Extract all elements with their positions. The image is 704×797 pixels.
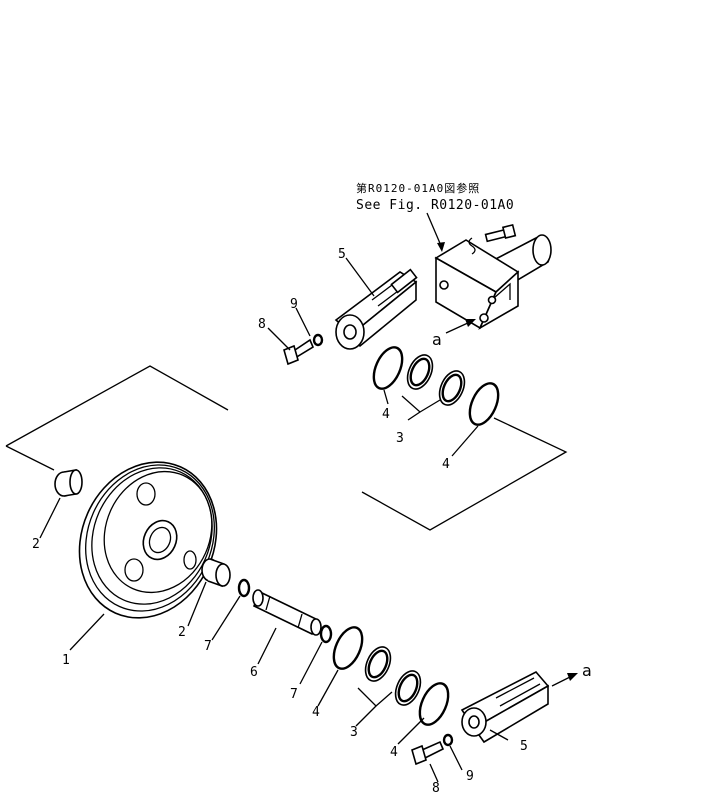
top-bolt [468, 223, 517, 255]
bolt-8-lower [411, 740, 445, 766]
reference-jp: 第R0120-01A0図参照 [356, 181, 480, 195]
figure-reference: 第R0120-01A0図参照 See Fig. R0120-01A0 [356, 181, 514, 252]
arrow-a-lower-label: a [582, 661, 592, 680]
arrow-a-upper-label: a [432, 330, 442, 349]
washer-9-lower [442, 733, 454, 747]
bolt-8-upper [283, 338, 315, 366]
callout-4-upper-a: 4 [382, 407, 390, 422]
reference-arrowhead [437, 242, 445, 252]
bracket-left [5, 365, 229, 447]
link-5-lower [460, 670, 550, 744]
callout-3-upper: 3 [396, 431, 404, 446]
callout-8-upper: 8 [258, 317, 266, 332]
bracket-upper [361, 417, 568, 531]
callout-9-upper: 9 [290, 297, 298, 312]
callout-8-lower: 8 [432, 781, 440, 792]
arrow-a-upper: a [432, 319, 476, 349]
callout-5-lower: 5 [520, 739, 528, 754]
callout-4-lower-b: 4 [390, 745, 398, 760]
idler-wheel [78, 461, 218, 619]
callout-2-left: 2 [32, 537, 40, 552]
yoke-block [434, 223, 552, 330]
callout-4-upper-b: 4 [442, 457, 450, 472]
callout-4-lower-a: 4 [312, 705, 320, 720]
bushing-2-right [201, 558, 231, 588]
callout-9-lower: 9 [466, 769, 474, 784]
callout-2-right: 2 [178, 625, 186, 640]
link-5-upper [334, 268, 418, 350]
seal-3-upper [406, 354, 466, 406]
bushing-2-left [54, 469, 83, 497]
callout-5-upper: 5 [338, 247, 346, 262]
callout-6: 6 [250, 665, 258, 680]
oring-4-lower-b [418, 682, 450, 726]
callouts: 5 9 8 4 3 4 2 1 2 7 6 7 4 3 4 5 8 9 [32, 247, 528, 796]
washer-9-upper [312, 333, 324, 347]
callout-3-lower: 3 [350, 725, 358, 740]
oring-4-lower-a [332, 626, 364, 670]
shaft-6 [252, 589, 322, 636]
reference-leader [426, 212, 443, 249]
oring-4-upper-b [468, 382, 500, 426]
leader-lines [39, 257, 509, 783]
oring-4-upper-a [372, 346, 404, 390]
oring-7-a [237, 578, 251, 598]
callout-1: 1 [62, 653, 70, 668]
reference-en: See Fig. R0120-01A0 [356, 198, 514, 213]
oring-7-b [319, 624, 333, 644]
arrow-a-lower: a [551, 661, 592, 687]
seal-3-lower [364, 646, 422, 706]
callout-7-a: 7 [204, 639, 212, 654]
callout-7-b: 7 [290, 687, 298, 702]
